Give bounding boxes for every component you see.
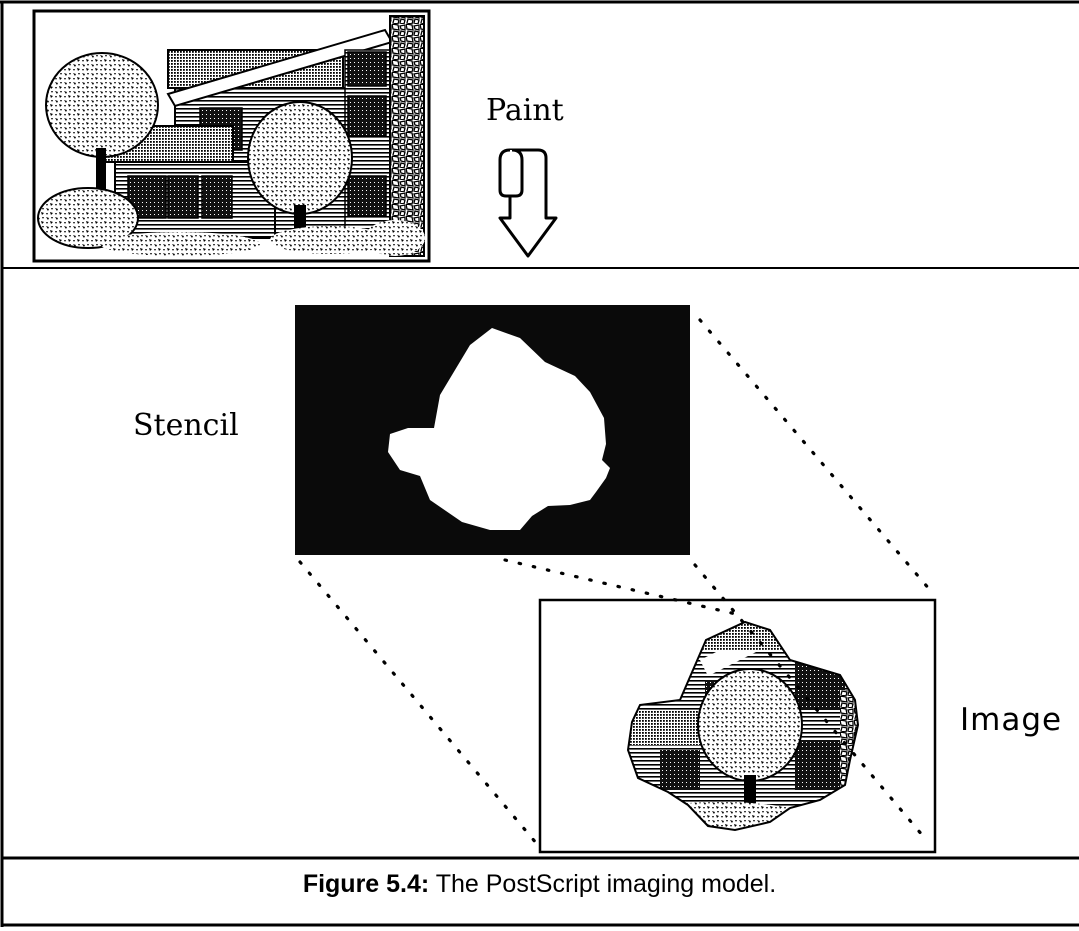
figure-number: Figure 5.4: bbox=[303, 870, 429, 898]
projection-line-bottom-left bbox=[300, 562, 542, 850]
projection-line-top-right bbox=[700, 320, 930, 590]
paint-down-arrow-icon bbox=[500, 150, 556, 256]
stencil-label: Stencil bbox=[133, 408, 239, 443]
image-label: Image bbox=[960, 702, 1062, 738]
house-illustration bbox=[34, 11, 429, 261]
stencil-mask bbox=[295, 305, 690, 555]
figure-caption-text: The PostScript imaging model. bbox=[436, 870, 776, 898]
figure-caption: Figure 5.4: The PostScript imaging model… bbox=[0, 870, 1079, 899]
image-result bbox=[540, 600, 935, 852]
paint-label: Paint bbox=[486, 93, 564, 128]
